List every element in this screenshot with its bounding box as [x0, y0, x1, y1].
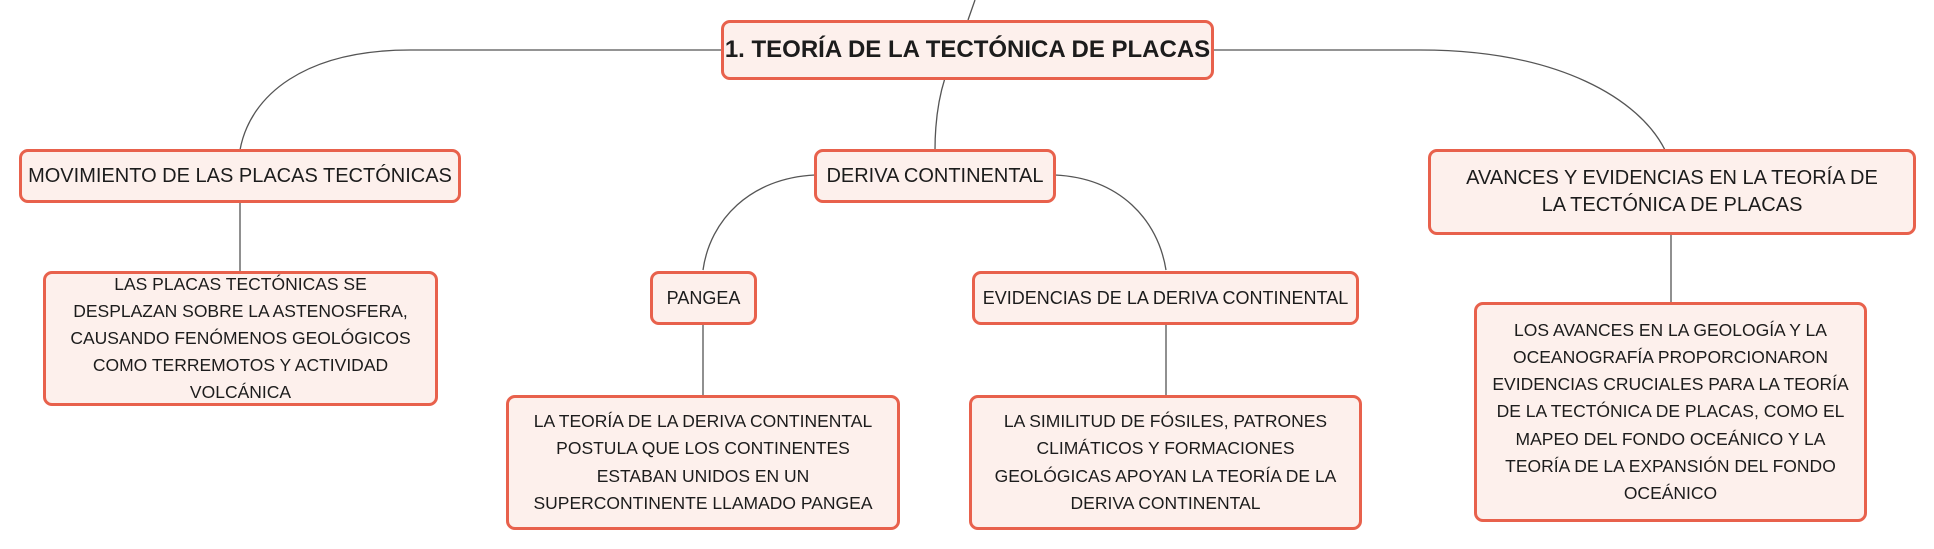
detail-movimiento-placas[interactable]: LAS PLACAS TECTÓNICAS SE DESPLAZAN SOBRE… — [43, 271, 438, 406]
node-pangea[interactable]: PANGEA — [650, 271, 757, 325]
node-evidencias-deriva[interactable]: EVIDENCIAS DE LA DERIVA CONTINENTAL — [972, 271, 1359, 325]
node-evidencias-deriva-label: EVIDENCIAS DE LA DERIVA CONTINENTAL — [982, 287, 1349, 308]
connector-parent-to-root — [967, 0, 976, 21]
node-movimiento-placas-label: MOVIMIENTO DE LAS PLACAS TECTÓNICAS — [28, 164, 452, 187]
node-avances-evidencias[interactable]: AVANCES Y EVIDENCIAS EN LA TEORÍA DE LA … — [1428, 149, 1916, 235]
detail-pangea-text: LA TEORÍA DE LA DERIVA CONTINENTAL POSTU… — [533, 411, 873, 513]
node-avances-evidencias-label: AVANCES Y EVIDENCIAS EN LA TEORÍA DE LA … — [1466, 167, 1878, 216]
root-node-label: 1. TEORÍA DE LA TECTÓNICA DE PLACAS — [724, 35, 1211, 63]
node-movimiento-placas[interactable]: MOVIMIENTO DE LAS PLACAS TECTÓNICAS — [19, 149, 461, 203]
node-pangea-label: PANGEA — [666, 287, 741, 308]
detail-avances-evidencias-text: LOS AVANCES EN LA GEOLOGÍA Y LA OCEANOGR… — [1492, 320, 1849, 503]
node-deriva-continental-label: DERIVA CONTINENTAL — [826, 164, 1044, 187]
connector-deriva-to-pangea — [702, 174, 816, 271]
connector-root-to-movimiento — [239, 49, 722, 151]
detail-evidencias-deriva-text: LA SIMILITUD DE FÓSILES, PATRONES CLIMÁT… — [994, 411, 1337, 513]
connector-root-to-avances — [1212, 49, 1666, 151]
connector-root-to-deriva — [934, 77, 946, 151]
detail-evidencias-deriva[interactable]: LA SIMILITUD DE FÓSILES, PATRONES CLIMÁT… — [969, 395, 1362, 530]
detail-avances-evidencias[interactable]: LOS AVANCES EN LA GEOLOGÍA Y LA OCEANOGR… — [1474, 302, 1867, 522]
detail-movimiento-placas-text: LAS PLACAS TECTÓNICAS SE DESPLAZAN SOBRE… — [70, 273, 411, 403]
node-deriva-continental[interactable]: DERIVA CONTINENTAL — [814, 149, 1056, 203]
connector-deriva-to-evidencias — [1054, 174, 1167, 271]
root-node[interactable]: 1. TEORÍA DE LA TECTÓNICA DE PLACAS — [721, 20, 1214, 80]
detail-pangea[interactable]: LA TEORÍA DE LA DERIVA CONTINENTAL POSTU… — [506, 395, 900, 530]
